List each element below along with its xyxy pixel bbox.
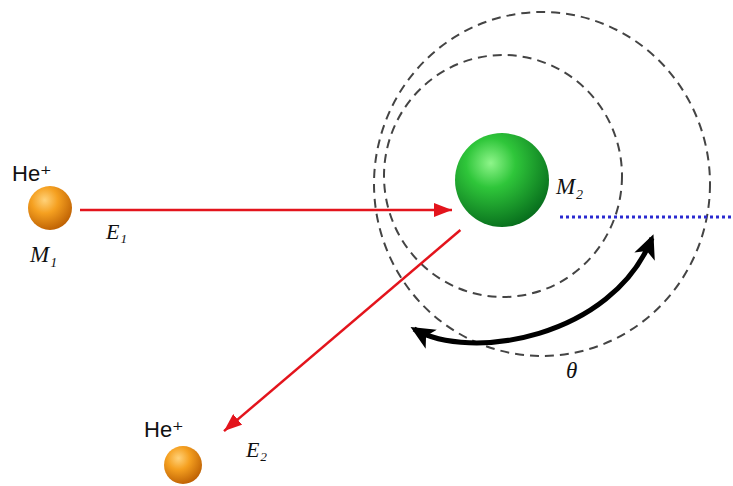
ion-label: He⁺ [12, 162, 52, 186]
trajectory-arrow [80, 209, 452, 212]
ion-sphere [28, 186, 72, 230]
inner-shell [384, 55, 622, 297]
angle-label: θ [566, 358, 577, 383]
incident-ion: He⁺ M₁ [8, 162, 80, 272]
ion-label: He⁺ [144, 418, 184, 442]
trajectory-arrow [224, 230, 460, 431]
target-atom: M₂ [452, 130, 597, 230]
ion-sphere [164, 446, 202, 484]
energy-label: E₁ [106, 220, 127, 244]
scattered-ion: He⁺ [140, 418, 224, 486]
outer-shell [374, 12, 710, 356]
atom-sphere [455, 133, 549, 227]
energy-label: E₂ [246, 438, 267, 462]
mass-label: M₁ [30, 242, 57, 267]
reference-line [560, 216, 733, 219]
mass-label: M₂ [556, 174, 583, 199]
angle-arc [414, 238, 652, 343]
